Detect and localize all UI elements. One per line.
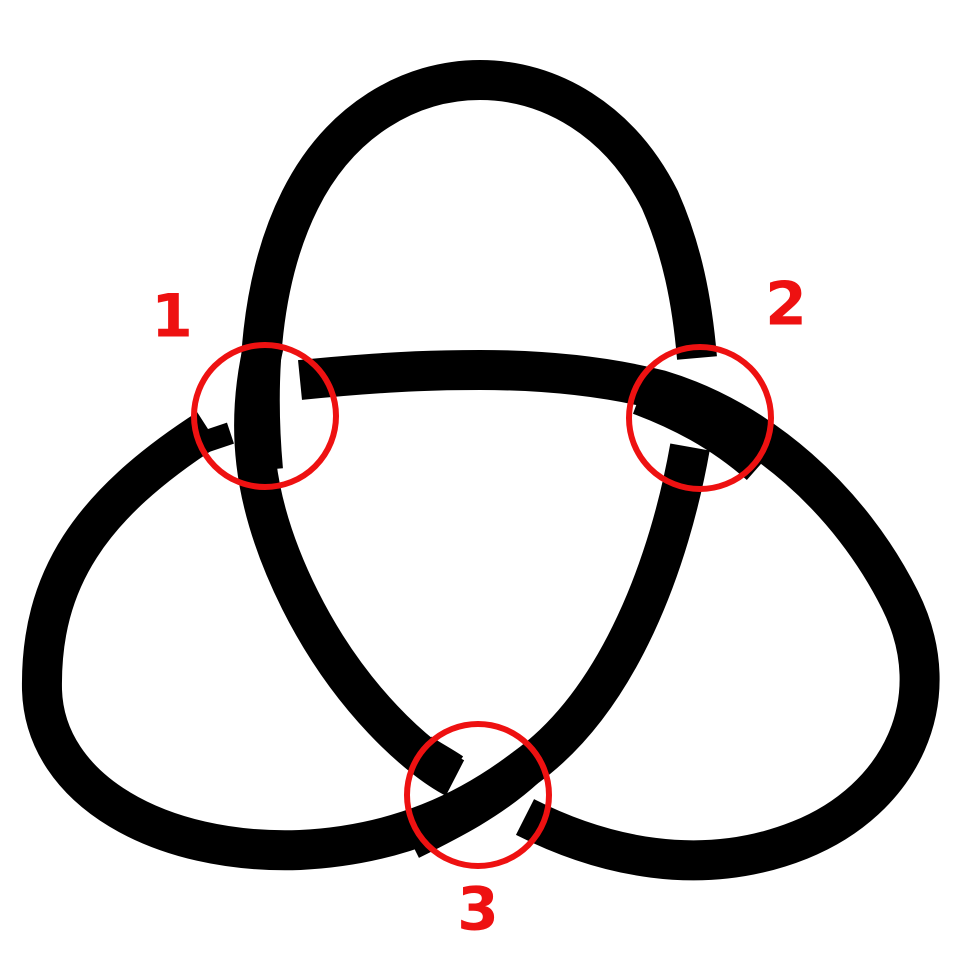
crossing-1-label: 1 — [151, 282, 193, 352]
crossing-1-marker — [191, 342, 339, 490]
knot-strand-middle-arc — [298, 350, 940, 881]
knot-stub-crossing-1 — [189, 422, 234, 457]
crossing-2-marker — [626, 344, 774, 492]
crossing-labels: 1 2 3 — [151, 270, 807, 945]
crossing-3-marker — [404, 721, 552, 869]
knot-strand-bottom-over — [401, 753, 539, 858]
knot-strand-bottom-arc — [21, 412, 710, 871]
knot-strand-left-over — [234, 335, 465, 796]
crossing-2-label: 2 — [765, 270, 807, 340]
crossing-3-label: 3 — [457, 875, 499, 945]
crossing-markers — [191, 342, 774, 869]
knot-strand-right-over — [632, 376, 774, 481]
knot-strand-top-arc — [239, 60, 717, 472]
